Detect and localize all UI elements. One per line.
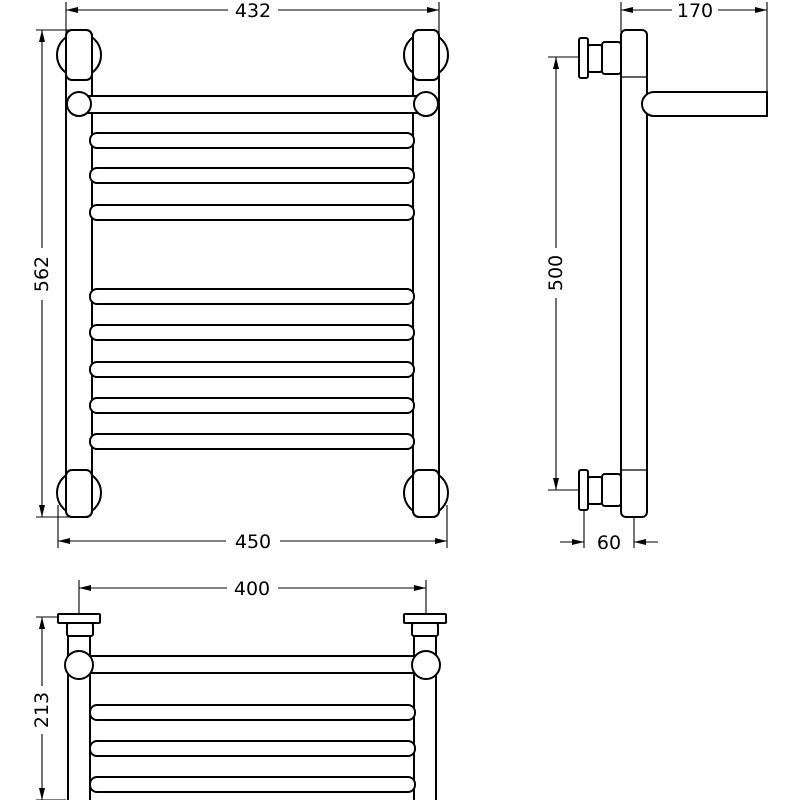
rung: [89, 361, 415, 378]
rungs: [89, 132, 415, 450]
dimension-label: 500: [545, 255, 567, 291]
dimension-top-width: 432: [65, 0, 440, 38]
top-rail: [66, 91, 439, 117]
side-view: 170 500: [545, 0, 768, 554]
dimension-label: 400: [234, 578, 270, 600]
dimension-label: 213: [31, 692, 53, 728]
top-left-bracket: [56, 29, 102, 81]
right-nut: [411, 622, 439, 637]
dimension-label: 562: [31, 256, 53, 292]
rung: [89, 740, 416, 757]
rung: [89, 288, 415, 305]
top-right-bracket: [403, 29, 449, 81]
rung: [89, 776, 416, 793]
bottom-right-bracket: [403, 469, 449, 518]
dimension-left-height: 562: [31, 29, 70, 518]
rung: [89, 204, 415, 221]
rung: [89, 167, 415, 184]
plan-top-rail: [64, 650, 441, 680]
dimension-side-offset: 60: [560, 510, 658, 554]
dimension-plan-width: 400: [78, 578, 427, 620]
dimension-label: 450: [235, 531, 271, 553]
dimension-label: 432: [235, 0, 271, 22]
top-valve: [578, 37, 622, 79]
dimension-bottom-width: 450: [57, 505, 448, 553]
dimension-label: 170: [677, 0, 713, 22]
dimension-label: 60: [597, 532, 621, 554]
dimension-side-depth: 170: [620, 0, 768, 95]
bottom-left-bracket: [56, 469, 102, 518]
rung: [89, 132, 415, 149]
rung: [89, 324, 415, 341]
side-rail-arm: [641, 91, 768, 117]
bottom-valve: [578, 469, 622, 511]
left-wall-plate: [57, 613, 101, 624]
right-wall-plate: [403, 613, 447, 624]
rung: [89, 704, 416, 721]
dimension-side-center-height: 500: [545, 56, 590, 491]
front-view: 432 562: [31, 0, 449, 553]
left-nut: [66, 622, 94, 637]
dimension-plan-depth: 213: [31, 616, 66, 800]
plan-view: 400 213: [31, 578, 447, 800]
plan-rungs: [89, 704, 416, 793]
rung: [89, 397, 415, 414]
rung: [89, 433, 415, 450]
